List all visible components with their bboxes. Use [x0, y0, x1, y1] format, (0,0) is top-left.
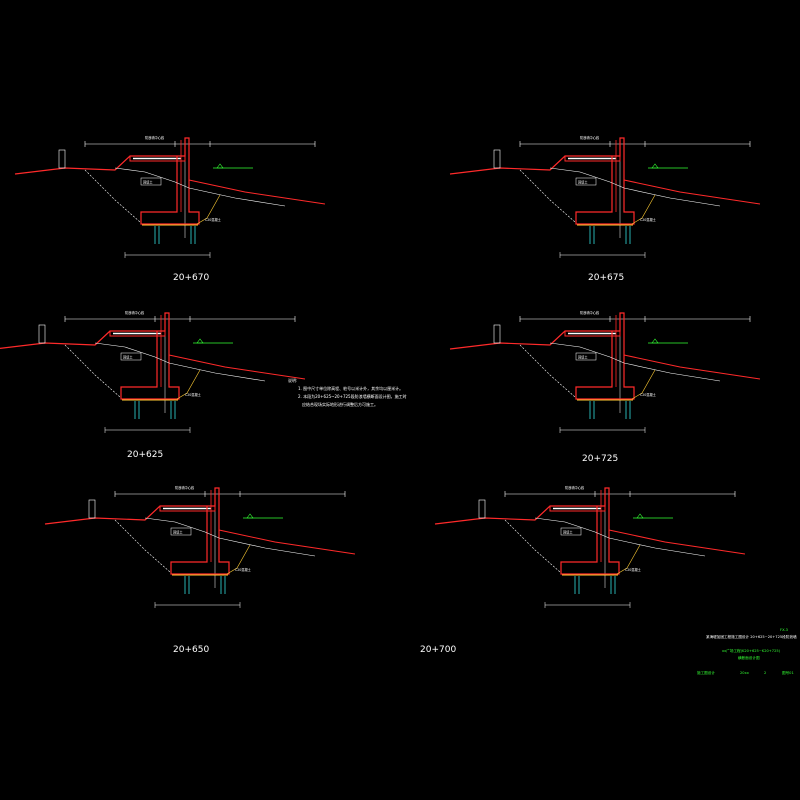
- station-label: 20+675: [588, 273, 624, 283]
- section-20-650: 防浪墙中心线 回填土 C20混凝土 20+650: [44, 485, 356, 655]
- drawing-subtitle: 横断面设计图: [738, 655, 760, 660]
- section-20-700: 防浪墙中心线 回填土 C20混凝土 20+700: [420, 485, 746, 655]
- wall-centerline-label: 防浪墙中心线: [580, 310, 600, 315]
- notes-heading: 说明:: [288, 377, 297, 383]
- wall-label: C20混凝土: [625, 567, 642, 572]
- station-label: 20+670: [173, 273, 209, 283]
- station-label: 20+625: [127, 450, 163, 460]
- wall-label: C20混凝土: [205, 217, 222, 222]
- fill-label: 回填土: [578, 355, 588, 360]
- title-block-field-4: 图号01: [782, 670, 794, 675]
- title-block-field-2: 20xx: [740, 671, 750, 675]
- section-20-675: 防浪墙中心线 回填土 C20混凝土 20+675: [449, 135, 761, 283]
- fill-label: 回填土: [563, 530, 573, 535]
- title-block-corner: FX-3: [780, 628, 788, 632]
- fill-label: 回填土: [143, 180, 153, 185]
- project-name: 某海堤加固工程施工图设计 20+625~20+725段防浪墙: [706, 634, 797, 639]
- notes-line-1: 1. 图中尺寸单位除高程、桩号以米计外，其余均以厘米计。: [298, 385, 403, 391]
- section-20-625: 防浪墙中心线 回填土 C20混凝土 20+625: [0, 310, 306, 460]
- title-block-field-3: 2: [764, 671, 766, 675]
- wall-label: C20混凝土: [235, 567, 252, 572]
- station-label: 20+700: [420, 645, 456, 655]
- station-label: 20+725: [582, 454, 618, 464]
- wall-label: C20混凝土: [640, 217, 657, 222]
- wall-centerline-label: 防浪墙中心线: [175, 485, 195, 490]
- title-block: FX-3 某海堤加固工程施工图设计 20+625~20+725段防浪墙 xx广场…: [697, 628, 797, 675]
- notes: 说明: 1. 图中尺寸单位除高程、桩号以米计外，其余均以厘米计。 2. 本段为2…: [288, 377, 407, 407]
- notes-line-2: 2. 本段为20+625~20+725段防浪墙横断面设计图，施工时: [298, 393, 407, 399]
- wall-centerline-label: 防浪墙中心线: [580, 135, 600, 140]
- fill-label: 回填土: [173, 530, 183, 535]
- wall-centerline-label: 防浪墙中心线: [145, 135, 165, 140]
- fill-label: 回填土: [123, 355, 133, 360]
- title-block-field-1: 施工图设计: [697, 670, 715, 675]
- section-20-725: 防浪墙中心线 回填土 C20混凝土 20+725: [449, 310, 761, 464]
- section-20-670: 防浪墙中心线 回填土 C20混凝土 20+670: [14, 135, 326, 283]
- wall-centerline-label: 防浪墙中心线: [565, 485, 585, 490]
- wall-label: C20混凝土: [640, 392, 657, 397]
- notes-line-3: 应结合现场实际地形进行调整后方可施工。: [302, 401, 378, 407]
- wall-label: C20混凝土: [185, 392, 202, 397]
- drawing-title: xx广场工程(K20+625~K20+725): [722, 648, 781, 653]
- fill-label: 回填土: [578, 180, 588, 185]
- wall-centerline-label: 防浪墙中心线: [125, 310, 145, 315]
- station-label: 20+650: [173, 645, 209, 655]
